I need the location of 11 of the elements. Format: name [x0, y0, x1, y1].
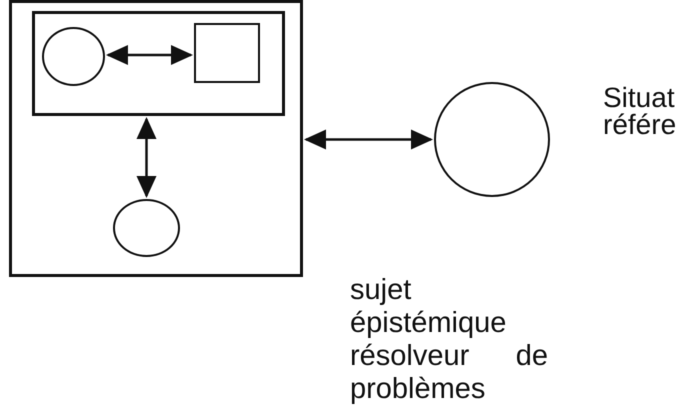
- double-arrow: [136, 117, 156, 198]
- double-arrow: [304, 130, 433, 150]
- side-label: Situat référe: [603, 84, 678, 138]
- ellipse-node: [113, 199, 180, 257]
- caption-text: sujet épistémique résolveur de problèmes: [350, 274, 548, 406]
- frame-box: [9, 0, 303, 277]
- double-arrow: [106, 45, 193, 65]
- square-node: [194, 23, 260, 83]
- circle-node: [434, 82, 550, 197]
- ellipse-node: [42, 27, 105, 86]
- inner-frame-box: [32, 11, 285, 116]
